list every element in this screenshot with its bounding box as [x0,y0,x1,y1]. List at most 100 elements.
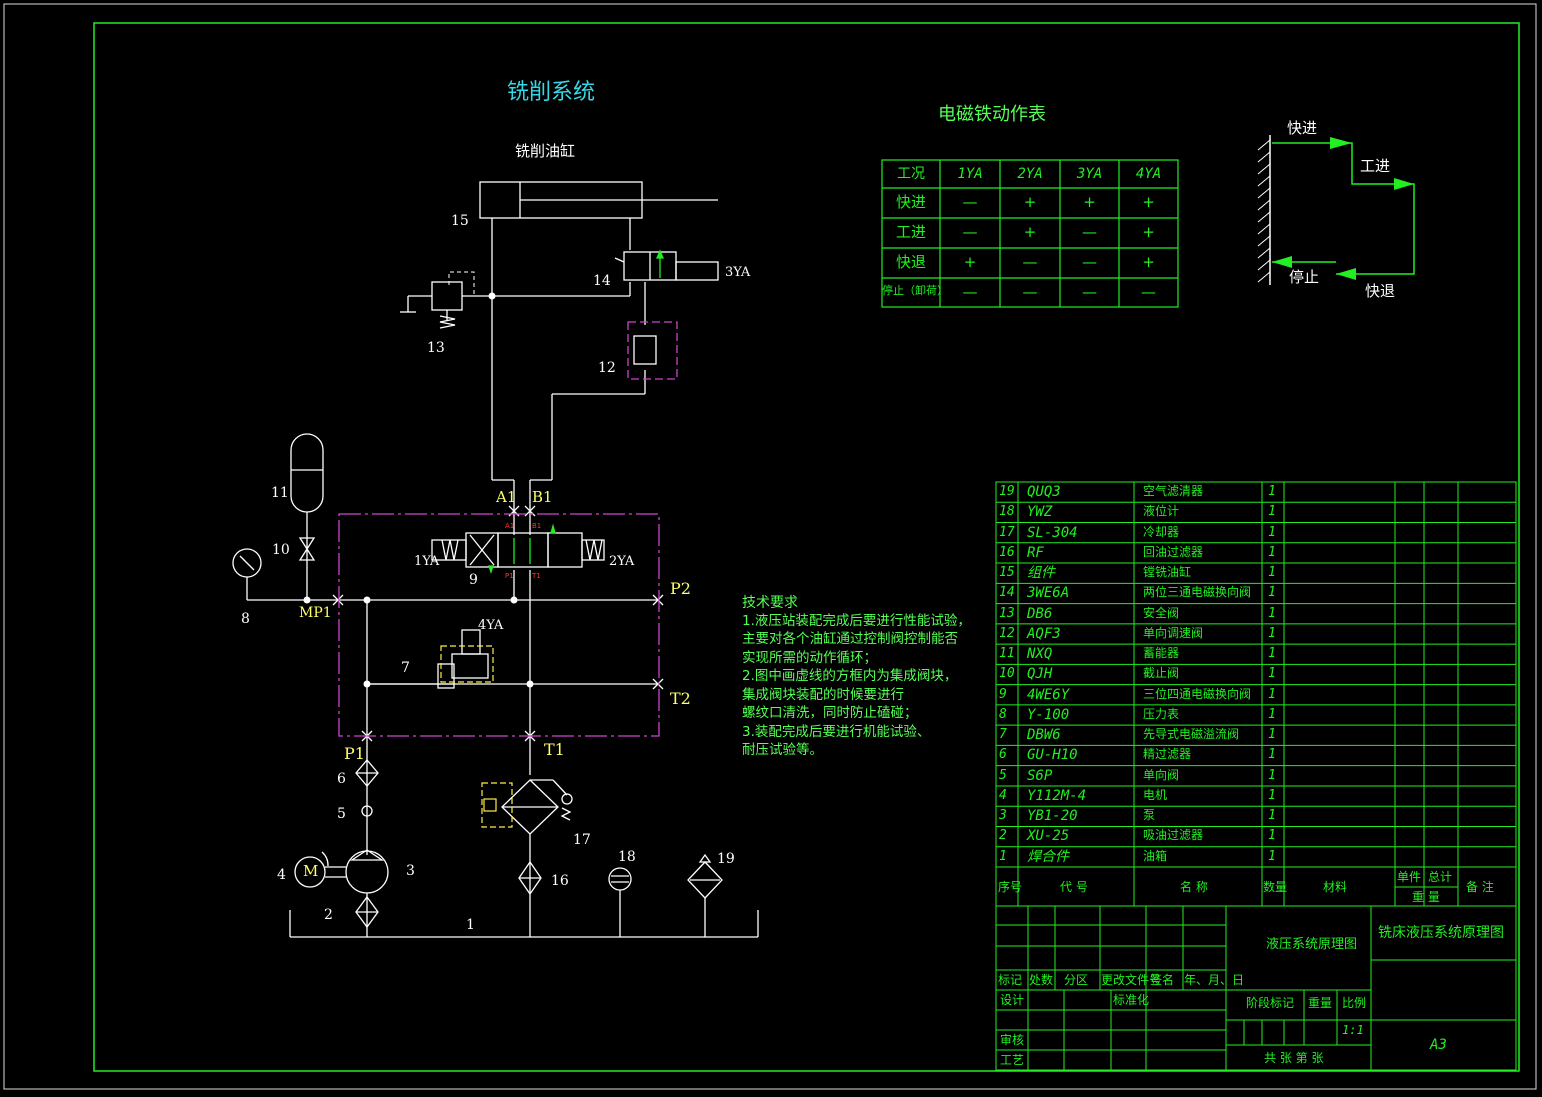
parts-qty: 1 [1268,625,1276,641]
parts-code: 3WE6A [1027,585,1070,602]
port-a1: A1 [496,488,517,506]
parts-name: 先导式电磁溢流阀 [1143,727,1240,742]
parts-qty: 1 [1268,727,1276,743]
parts-qty: 1 [1268,484,1276,499]
component-number: 9 [469,572,478,588]
cooler-dashed-frame [481,782,513,828]
parts-name: 安全阀 [1143,605,1180,620]
solenoid-table-header: 4YA [1135,166,1162,182]
solenoid-table-cell: + [1083,193,1096,211]
parts-name: 蓄能器 [1143,646,1180,661]
solenoid-table-cell: 快进 [895,193,926,211]
solenoid-table-cell: — [962,283,978,301]
solenoid-table-header: 工况 [897,166,925,182]
parts-name: 压力表 [1143,706,1180,721]
port-t1: T1 [544,740,565,759]
parts-name: 冷却器 [1143,524,1180,539]
parts-qty: 1 [1268,504,1276,520]
tb-scale: 比例 [1342,996,1367,1010]
parts-name: 单向阀 [1143,767,1180,782]
parts-code: AQF3 [1027,625,1061,642]
valve-9-arrows [488,249,664,575]
parts-name: 电机 [1143,787,1168,802]
parts-qty: 1 [1268,787,1276,803]
inner-frame [93,22,1520,1072]
component-number: 18 [618,849,636,865]
solenoid-4ya: 4YA [478,618,504,633]
parts-name: 吸油过滤器 [1143,828,1204,843]
parts-header-unit: 单件 [1397,870,1422,884]
parts-name: 液位计 [1143,504,1180,519]
component-number: 7 [401,660,410,676]
parts-code: QJH [1027,666,1053,683]
parts-code: DB6 [1027,605,1053,622]
tb-count: 处数 [1029,973,1054,987]
parts-list-row-lines [996,501,1516,848]
parts-no: 9 [999,686,1007,702]
solenoid-table-cell: + [1023,193,1037,211]
component-number: 5 [337,806,346,822]
tech-note-line: 2.图中画虚线的方框内为集成阀块， [742,668,958,684]
parts-no: 14 [999,585,1015,601]
parts-qty: 1 [1268,605,1276,621]
tech-note-line: 螺纹口清洗，同时防止磕碰； [742,705,918,721]
parts-code: YWZ [1027,504,1053,521]
parts-no: 10 [999,666,1015,682]
parts-code: 组件 [1027,565,1055,582]
component-number: 15 [451,213,469,229]
parts-no: 8 [999,706,1007,722]
solenoid-table-cell: — [962,223,978,241]
parts-qty: 1 [1268,808,1276,824]
solenoid-table-title: 电磁铁动作表 [938,104,1046,125]
parts-code: 4WE6Y [1027,686,1070,703]
tb-standard: 标准化 [1113,993,1150,1007]
component-number: 10 [272,542,290,558]
parts-no: 18 [999,504,1015,520]
tb-sign: 签名 [1150,973,1175,987]
parts-name: 精过滤器 [1143,747,1192,762]
solenoid-3ya: 3YA [725,265,751,280]
motor-symbol: M [303,862,319,880]
junction-dots [303,292,534,688]
valve-port-t1: T1 [532,572,541,580]
valve-port-p1: P1 [505,572,514,580]
parts-qty: 1 [1268,646,1276,662]
tech-note-line: 实现所需的动作循环； [742,650,877,666]
solenoid-table-cell: + [1142,193,1155,211]
parts-code: SL-304 [1027,524,1078,541]
parts-no: 5 [999,767,1007,783]
parts-code: DBW6 [1027,727,1061,744]
cycle-fast-forward: 快进 [1287,119,1318,137]
tb-weight: 重量 [1308,996,1333,1010]
relief-pilot-dashed-frame [440,645,494,683]
solenoid-table-cell: + [1142,253,1155,271]
tech-note-line: 耐压试验等。 [742,742,823,758]
component-number: 17 [573,832,591,848]
cycle-fast-return: 快退 [1365,282,1396,300]
parts-qty: 1 [1268,848,1276,864]
parts-no: 6 [999,747,1007,763]
cycle-stop: 停止 [1289,268,1320,286]
solenoid-1ya: 1YA [414,554,440,569]
parts-qty: 1 [1268,524,1276,540]
parts-qty: 1 [1268,706,1276,722]
port-b1: B1 [532,488,553,506]
cycle-work-feed: 工进 [1360,157,1391,175]
parts-code: QUQ3 [1027,484,1061,500]
parts-qty: 1 [1268,686,1276,702]
tb-review: 审核 [1000,1033,1025,1047]
parts-no: 7 [999,727,1007,743]
component-number: 14 [593,273,611,289]
tb-mark: 标记 [998,973,1023,987]
tb-process: 工艺 [1000,1053,1025,1067]
parts-no: 2 [999,828,1007,844]
parts-no: 11 [999,646,1015,662]
component-number: 19 [717,851,735,867]
parts-code: Y-100 [1027,706,1070,723]
tb-zone: 分区 [1064,973,1089,987]
parts-no: 12 [999,625,1015,641]
solenoid-table-cell: — [1082,283,1097,301]
tech-note-line: 3.装配完成后要进行机能试验、 [742,724,931,740]
valve-port-b1: B1 [532,522,542,530]
parts-no: 16 [999,544,1015,560]
